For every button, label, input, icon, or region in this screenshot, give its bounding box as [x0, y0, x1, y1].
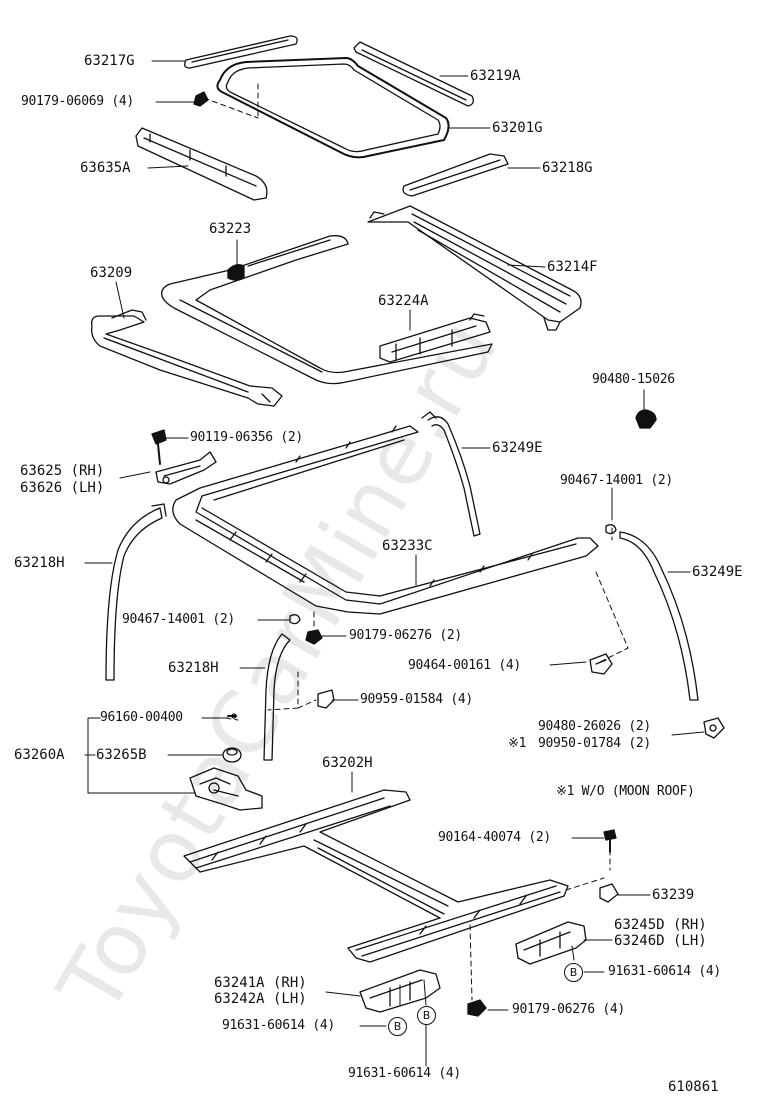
part-63217G	[185, 36, 297, 68]
label-90179-06276-bottom: 90179-06276 (4)	[512, 1002, 625, 1017]
part-90467-14001-left	[290, 615, 300, 624]
label-90467-14001-right: 90467-14001 (2)	[560, 473, 673, 488]
leader-lines	[85, 61, 704, 1066]
part-63239	[600, 884, 618, 902]
label-91631-60614-bottom: 91631-60614 (4)	[348, 1066, 461, 1081]
ref-circle-b-left: B	[388, 1017, 407, 1036]
part-63245D	[516, 922, 586, 964]
label-63217G: 63217G	[84, 53, 135, 69]
part-90179-06276-mid	[306, 630, 322, 644]
label-90164-40074: 90164-40074 (2)	[438, 830, 551, 845]
part-90464-00161	[590, 654, 612, 674]
part-90119-06356	[152, 430, 166, 464]
part-90480-26026	[704, 718, 724, 738]
label-63223: 63223	[209, 221, 252, 237]
label-63245D: 63245D (RH)	[614, 917, 707, 933]
dashed-lines	[204, 84, 628, 1000]
part-90179-06276-bottom	[468, 1000, 486, 1016]
part-90164-40074	[604, 830, 616, 852]
label-90950-01784: 90950-01784 (2)	[538, 736, 651, 751]
label-63246D: 63246D (LH)	[614, 933, 707, 949]
part-63202H	[184, 790, 568, 962]
diagram-id: 610861	[668, 1079, 719, 1095]
part-90179-06069	[194, 92, 208, 106]
label-91631-60614-left: 91631-60614 (4)	[222, 1018, 335, 1033]
part-63219A	[354, 42, 473, 106]
label-63265B: 63265B	[96, 747, 147, 763]
part-63241A	[360, 970, 440, 1012]
label-90480-26026: 90480-26026 (2)	[538, 719, 651, 734]
label-90179-06276-mid: 90179-06276 (2)	[349, 628, 462, 643]
part-63209	[92, 310, 282, 406]
part-63635A	[136, 128, 267, 200]
label-90179-06069: 90179-06069 (4)	[21, 94, 134, 109]
part-63218H-mid	[264, 634, 290, 760]
part-63265B	[223, 748, 241, 762]
label-63218H-left: 63218H	[14, 555, 65, 571]
label-63626: 63626 (LH)	[20, 480, 105, 496]
label-63224A: 63224A	[378, 293, 429, 309]
label-63249E-right: 63249E	[692, 564, 743, 580]
part-63218H-left	[106, 504, 166, 680]
label-63219A: 63219A	[470, 68, 521, 84]
label-91631-60614-right: 91631-60614 (4)	[608, 964, 721, 979]
part-63218G	[403, 154, 508, 196]
label-63625: 63625 (RH)	[20, 463, 105, 479]
label-63249E-top: 63249E	[492, 440, 543, 456]
part-63233C	[173, 426, 598, 614]
label-63218H-mid: 63218H	[168, 660, 219, 676]
part-96160-00400	[228, 714, 236, 718]
ref-circle-b-bottom: B	[417, 1006, 436, 1025]
label-63242A: 63242A (LH)	[214, 991, 307, 1007]
label-90959-01584: 90959-01584 (4)	[360, 692, 473, 707]
label-63260A: 63260A	[14, 747, 65, 763]
part-90480-15026	[636, 410, 656, 428]
misc-fasteners	[156, 432, 162, 436]
part-63223	[162, 236, 492, 384]
part-63224A	[380, 314, 490, 362]
part-90959-01584	[318, 690, 334, 708]
part-63260A	[190, 768, 262, 810]
label-90480-15026: 90480-15026	[592, 372, 675, 387]
label-63209: 63209	[90, 265, 133, 281]
note-moon-roof: ※1 W/O (MOON ROOF)	[556, 784, 695, 799]
label-63202H: 63202H	[322, 755, 373, 771]
part-90467-14001-right	[606, 525, 616, 534]
label-96160-00400: 96160-00400	[100, 710, 183, 725]
label-90464-00161: 90464-00161 (4)	[408, 658, 521, 673]
label-63201G: 63201G	[492, 120, 543, 136]
label-63214F: 63214F	[547, 259, 598, 275]
part-63249E-top	[422, 412, 480, 536]
label-63635A: 63635A	[80, 160, 131, 176]
label-63239: 63239	[652, 887, 695, 903]
label-note-mark: ※1	[508, 736, 527, 751]
part-63214F	[368, 206, 581, 330]
label-90119-06356: 90119-06356 (2)	[190, 430, 303, 445]
label-63241A: 63241A (RH)	[214, 975, 307, 991]
part-63625	[156, 452, 216, 484]
part-63249E-right	[620, 532, 698, 700]
label-90467-14001-left: 90467-14001 (2)	[122, 612, 235, 627]
label-63218G: 63218G	[542, 160, 593, 176]
label-63233C: 63233C	[382, 538, 433, 554]
part-63201G	[217, 58, 448, 157]
ref-circle-b-right: B	[564, 963, 583, 982]
